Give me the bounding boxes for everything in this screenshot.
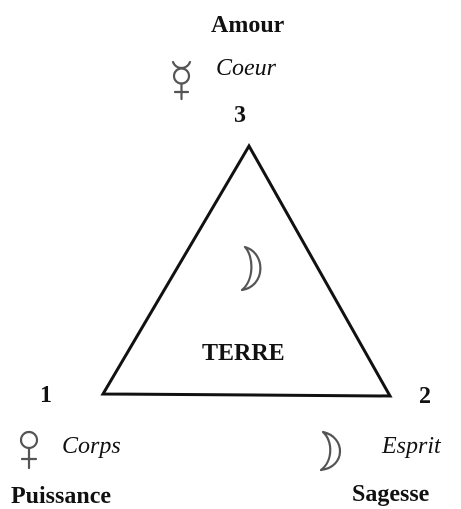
earth-triangle <box>100 142 393 398</box>
left-sub-label: Corps <box>62 433 121 459</box>
moon-icon <box>240 245 262 292</box>
center-label: TERRE <box>202 340 285 366</box>
top-sub-label: Coeur <box>216 55 276 81</box>
top-title: Amour <box>211 12 285 38</box>
right-title: Sagesse <box>352 481 430 507</box>
left-title: Puissance <box>11 483 112 509</box>
right-sub-label: Esprit <box>382 433 441 459</box>
moon-icon <box>319 430 341 472</box>
vertex-number-left: 1 <box>40 382 52 408</box>
vertex-number-right: 2 <box>419 383 431 409</box>
vertex-number-top: 3 <box>234 102 246 128</box>
venus-icon <box>19 430 39 470</box>
mercury-icon <box>171 60 192 101</box>
